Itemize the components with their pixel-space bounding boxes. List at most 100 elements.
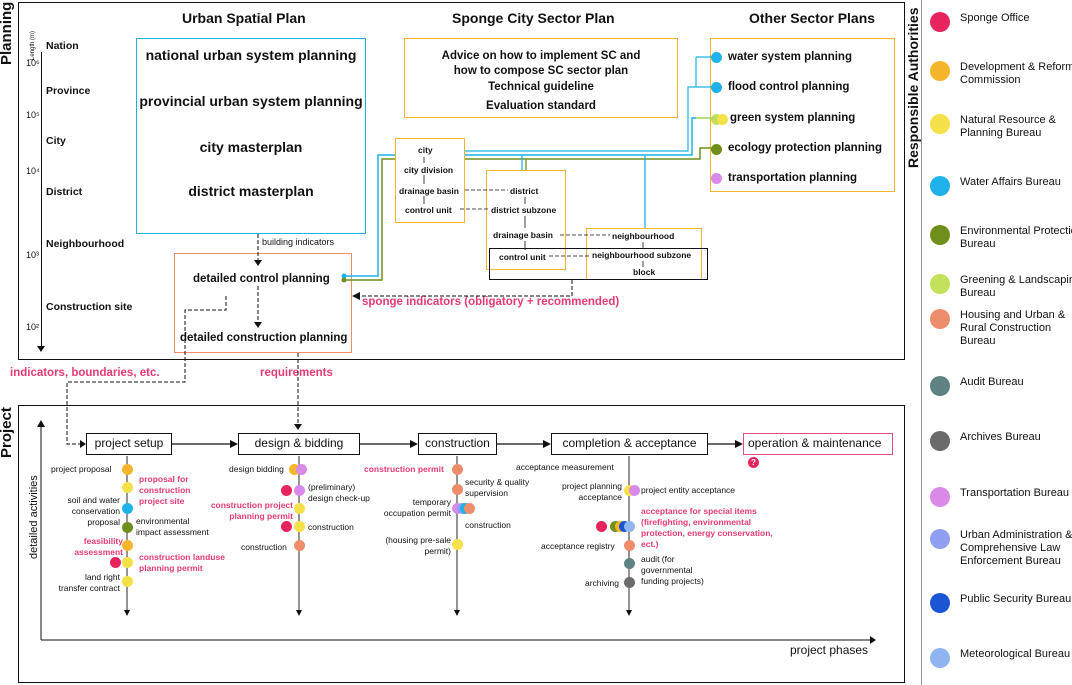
legend-label: Natural Resource & Planning Bureau — [960, 114, 1056, 139]
act-temporary-occupation: temporary occupation permit — [383, 497, 451, 518]
legend-item: Public Security Bureau — [930, 593, 1072, 613]
sponge-office-dot — [281, 521, 292, 532]
phase-project-setup[interactable]: project setup — [86, 433, 172, 455]
housing-dot — [452, 484, 463, 495]
dev-reform-dot — [122, 540, 133, 551]
phase-design-bidding[interactable]: design & bidding — [238, 433, 360, 455]
legend-label: Development & Reform Commission — [960, 61, 1072, 86]
natural-resource-dot — [452, 539, 463, 550]
water-affairs-dot — [711, 52, 722, 63]
meteorological-dot — [624, 521, 635, 532]
legend-label: Sponge Office — [960, 12, 1030, 24]
legend-color-swatch — [930, 12, 950, 32]
phase-completion-acceptance[interactable]: completion & acceptance — [551, 433, 708, 455]
city-level-box — [395, 138, 465, 223]
control-unit-black-box — [489, 248, 708, 280]
act-construction-design-2: construction — [241, 542, 287, 552]
col-other-sector-plans: Other Sector Plans — [749, 10, 876, 26]
scale-tick-1e5: 10⁵ — [26, 110, 40, 120]
housing-dot — [452, 464, 463, 475]
legend-color-swatch — [930, 593, 950, 613]
legend-label: Greening & Landscaping Bureau — [960, 274, 1072, 299]
legend-label: Public Security Bureau — [960, 593, 1072, 605]
legend-label: Urban Administration & Comprehensive Law… — [960, 529, 1072, 567]
greening-dot — [711, 114, 722, 125]
operation-maintenance-label: operation & maintenance — [748, 436, 882, 450]
urban-plans-box — [136, 38, 366, 234]
archives-dot — [624, 577, 635, 588]
housing-dot — [624, 540, 635, 551]
city-box-control-unit: control unit — [405, 205, 452, 215]
city-box-drainage: drainage basin — [399, 186, 459, 196]
act-special-items: acceptance for special items (firefighti… — [641, 506, 773, 549]
project-panel — [18, 405, 905, 683]
phase-operation-maintenance[interactable]: operation & maintenance ? — [743, 433, 893, 469]
urban-plan-provincial: provincial urban system planning — [139, 93, 363, 109]
detailed-planning-box — [174, 253, 352, 353]
natural-resource-dot — [717, 114, 728, 125]
legend-item: Transportation Bureau — [930, 487, 1072, 507]
legend-item: Urban Administration & Comprehensive Law… — [930, 529, 1072, 568]
legend-item: Audit Bureau — [930, 376, 1072, 396]
housing-dot — [294, 540, 305, 551]
transportation-dot — [296, 464, 307, 475]
other-plan-transportation: transportation planning — [728, 172, 858, 184]
col-sponge-city-sector-plan: Sponge City Sector Plan — [452, 10, 615, 26]
act-design-bidding: design bidding — [229, 464, 284, 474]
legend-divider — [921, 0, 922, 685]
act-construction-project-permit: construction project planning permit — [210, 500, 293, 521]
sponge-guideline-line-2: how to compose SC sector plan — [453, 65, 629, 77]
urban-plan-district-masterplan: district masterplan — [188, 183, 314, 199]
legend-label: Housing and Urban & Rural Construction B… — [960, 309, 1066, 347]
act-security-quality: security & quality supervision — [465, 477, 530, 498]
natural-resource-dot — [294, 521, 305, 532]
act-construction-design-1: construction — [308, 522, 354, 532]
urban-plan-city-masterplan: city masterplan — [199, 139, 303, 155]
scale-tick-1e6: 10⁶ — [26, 58, 40, 68]
legend-color-swatch — [930, 431, 950, 451]
act-entity-acceptance: project entity acceptance — [641, 485, 736, 495]
district-level-box — [486, 170, 566, 270]
act-acceptance-registry: acceptance registry — [541, 541, 615, 551]
legend-color-swatch — [930, 176, 950, 196]
length-axis-arrow — [37, 346, 45, 352]
other-plans-box — [710, 38, 895, 192]
length-axis-line — [41, 52, 42, 350]
act-project-proposal: project proposal — [51, 464, 112, 474]
sponge-office-dot — [110, 557, 121, 568]
act-soil-water: soil and water conservation proposal — [67, 495, 120, 527]
act-construction-permit: construction permit — [364, 464, 444, 474]
requirements-label: requirements — [260, 367, 333, 379]
other-plan-green-system: green system planning — [730, 112, 856, 124]
act-feasibility: feasibility assessment — [74, 536, 123, 557]
natural-resource-dot — [122, 576, 133, 587]
sponge-indicators-label: sponge indicators (obligatory + recommen… — [362, 296, 620, 308]
district-box-district: district — [510, 186, 539, 196]
water-affairs-dot — [122, 503, 133, 514]
sponge-guideline-box — [404, 38, 678, 118]
legend-label: Archives Bureau — [960, 431, 1041, 443]
act-landuse-permit: construction landuse planning permit — [139, 552, 225, 573]
act-acceptance-measurement: acceptance measurement — [516, 462, 614, 472]
col-urban-spatial-plan: Urban Spatial Plan — [182, 10, 306, 26]
environmental-dot — [122, 522, 133, 533]
level-nation: Nation — [46, 40, 79, 52]
district-box-drainage: drainage basin — [493, 230, 553, 240]
audit-dot — [624, 558, 635, 569]
legend-item: Greening & Landscaping Bureau — [930, 274, 1072, 300]
phase-construction[interactable]: construction — [418, 433, 497, 455]
detailed-construction-planning: detailed construction planning — [180, 332, 348, 344]
act-land-right: land right transfer contract — [58, 572, 120, 593]
indicators-boundaries-label: indicators, boundaries, etc. — [10, 367, 160, 379]
environmental-dot — [711, 144, 722, 155]
legend-color-swatch — [930, 376, 950, 396]
city-box-division: city division — [404, 165, 454, 175]
legend-color-swatch — [930, 648, 950, 668]
scale-tick-1e2: 10² — [26, 322, 40, 332]
neighbourhood-box-block: block — [633, 267, 656, 277]
dev-reform-dot — [289, 464, 300, 475]
legend-label: Transportation Bureau — [960, 487, 1070, 499]
housing-dot — [464, 503, 475, 514]
neighbourhood-box-neighbourhood: neighbourhood — [612, 231, 675, 241]
